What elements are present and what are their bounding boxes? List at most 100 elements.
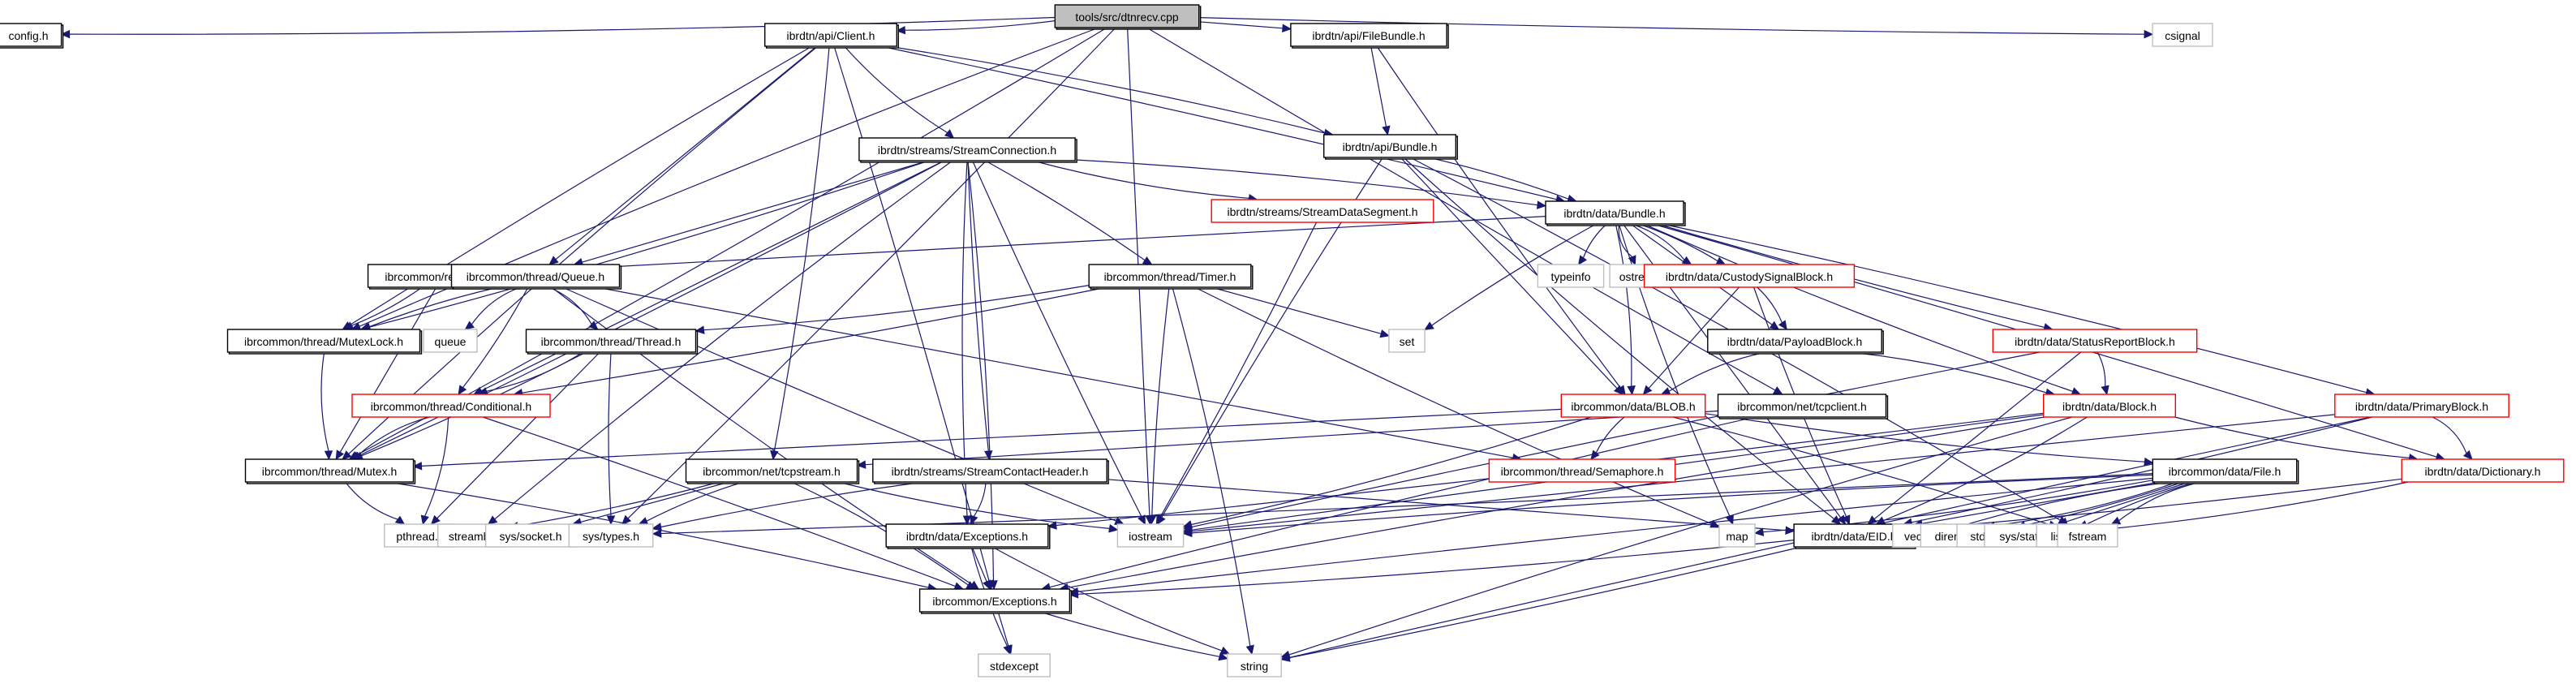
edge-line — [1615, 223, 1632, 387]
graph-node-file[interactable]: ibrcommon/data/File.h — [2152, 458, 2299, 484]
arrowhead-icon — [770, 450, 779, 461]
graph-node-statusreport[interactable]: ibrdtn/data/StatusReportBlock.h — [1992, 329, 2198, 353]
edge-streamconn-to-commonexc — [967, 160, 998, 591]
graph-node-config[interactable]: config.h — [0, 23, 64, 49]
graph-node-tcpstream[interactable]: ibrcommon/net/tcpstream.h — [685, 458, 860, 484]
graph-node-thread[interactable]: ibrcommon/thread/Thread.h — [525, 329, 699, 355]
graph-node-contacthdr[interactable]: ibrdtn/streams/StreamContactHeader.h — [872, 458, 1109, 484]
graph-node-mutex[interactable]: ibrcommon/thread/Mutex.h — [244, 458, 416, 484]
graph-node-streamdataseg[interactable]: ibrdtn/streams/StreamDataSegment.h — [1211, 199, 1434, 223]
edge-line — [482, 416, 956, 587]
edge-line — [1431, 223, 1597, 326]
graph-node-mutexlock[interactable]: ibrcommon/thread/MutexLock.h — [226, 329, 423, 355]
arrowhead-icon — [548, 256, 559, 265]
node-box — [1227, 653, 1282, 678]
node-label: ibrcommon/net/tcpclient.h — [1737, 400, 1867, 413]
edge-streamconn-to-databundle — [1075, 159, 1547, 209]
graph-node-semaphore[interactable]: ibrcommon/thread/Semaphore.h — [1488, 458, 1676, 483]
edge-line — [424, 416, 449, 517]
node-label: sys/types.h — [583, 530, 639, 543]
graph-node-conditional[interactable]: ibrcommon/thread/Conditional.h — [351, 394, 551, 418]
edge-line — [985, 160, 1146, 261]
edge-line — [2085, 481, 2196, 525]
edge-line — [1159, 222, 1318, 518]
edge-line — [1107, 479, 1787, 531]
arrowhead-icon — [1379, 329, 1391, 338]
edge-statusreport-to-eid — [1867, 351, 2082, 525]
edge-client-to-commonexc — [833, 45, 994, 591]
graph-node-apibundle[interactable]: ibrdtn/api/Bundle.h — [1322, 134, 1458, 160]
graph-node-tcpclient[interactable]: ibrcommon/net/tcpclient.h — [1717, 394, 1889, 419]
edge-contacthdr-to-systypes — [652, 481, 924, 531]
arrowhead-icon — [1142, 256, 1153, 265]
graph-node-primary[interactable]: ibrdtn/data/PrimaryBlock.h — [2334, 394, 2509, 418]
graph-node-databundle[interactable]: ibrdtn/data/Bundle.h — [1545, 200, 1686, 226]
graph-node-dtnrecv[interactable]: tools/src/dtnrecv.cpp — [1054, 4, 1202, 30]
node-label: ibrdtn/data/EID.h — [1811, 530, 1896, 543]
graph-node-queue_h[interactable]: ibrcommon/thread/Queue.h — [450, 264, 622, 290]
arrowhead-icon — [962, 515, 972, 526]
edge-line — [1954, 481, 2172, 529]
edge-line — [1873, 351, 2082, 520]
graph-node-block[interactable]: ibrdtn/data/Block.h — [2042, 394, 2176, 418]
edge-line — [357, 416, 430, 456]
edge-dataexc-to-string — [991, 546, 1231, 655]
edge-line — [905, 20, 1056, 31]
graph-node-dataexc[interactable]: ibrdtn/data/Exceptions.h — [885, 523, 1051, 549]
node-box — [423, 329, 478, 353]
arrowhead-icon — [944, 129, 955, 139]
edge-line — [790, 481, 969, 586]
edge-line — [1638, 223, 1718, 262]
arrowhead-icon — [335, 450, 345, 461]
edge-blob-to-file — [1705, 413, 2154, 467]
graph-node-timer[interactable]: ibrcommon/thread/Timer.h — [1088, 264, 1254, 290]
arrowhead-icon — [430, 514, 441, 525]
graph-node-dictionary[interactable]: ibrdtn/data/Dictionary.h — [2401, 458, 2565, 483]
edge-line — [1643, 223, 2073, 392]
edge-line — [997, 611, 1009, 647]
node-label: ibrcommon/thread/Thread.h — [541, 335, 682, 348]
edge-apibundle-to-blob — [1400, 157, 1623, 395]
edge-streamconn-to-timer — [985, 160, 1153, 265]
edge-line — [1077, 540, 1795, 595]
edge-line — [1146, 27, 1776, 391]
arrowhead-icon — [1280, 653, 1291, 662]
node-box — [1388, 329, 1426, 353]
arrowhead-icon — [983, 450, 993, 461]
arrowhead-icon — [652, 529, 662, 538]
node-box — [764, 23, 898, 47]
edge-line — [580, 481, 730, 523]
arrowhead-icon — [983, 579, 991, 591]
graph-node-blob[interactable]: ibrcommon/data/BLOB.h — [1560, 394, 1706, 418]
graph-node-payload[interactable]: ibrdtn/data/PayloadBlock.h — [1707, 329, 1884, 355]
graph-node-streamconn[interactable]: ibrdtn/streams/StreamConnection.h — [858, 137, 1077, 163]
node-box — [1211, 199, 1434, 223]
edge-dtnrecv-to-systypes — [621, 27, 1116, 525]
edge-databundle-to-set — [1424, 223, 1597, 331]
edge-statusreport-to-block — [2096, 351, 2109, 396]
graph-node-commonexc[interactable]: ibrcommon/Exceptions.h — [918, 588, 1073, 614]
node-label: ibrcommon/thread/Conditional.h — [371, 400, 531, 413]
arrowhead-icon — [1772, 386, 1783, 395]
edge-file-to-dirent — [1985, 481, 2178, 530]
edge-tcpstream-to-systypes — [638, 481, 744, 525]
node-label: ibrdtn/data/Block.h — [2062, 400, 2157, 413]
edge-line — [971, 546, 987, 583]
edge-line — [518, 481, 720, 527]
edge-queue_h-to-semaphore — [596, 286, 1523, 462]
node-box — [858, 137, 1076, 161]
edge-line — [2086, 481, 2409, 532]
graph-node-filebundle[interactable]: ibrdtn/api/FileBundle.h — [1290, 23, 1449, 49]
graph-node-fstream: fstream — [2057, 523, 2118, 548]
graph-node-custody[interactable]: ibrdtn/data/CustodySignalBlock.h — [1643, 264, 1856, 288]
edge-line — [1705, 413, 2145, 462]
arrowhead-icon — [394, 515, 406, 525]
node-label: ibrdtn/data/Dictionary.h — [2425, 465, 2541, 478]
node-box — [885, 523, 1049, 548]
arrowhead-icon — [2144, 457, 2154, 467]
edge-timer-to-iostream — [1147, 286, 1170, 526]
arrowhead-icon — [2101, 385, 2109, 396]
graph-node-client[interactable]: ibrdtn/api/Client.h — [764, 23, 900, 49]
edge-queue_h-to-conditional — [458, 286, 529, 396]
arrowhead-icon — [1753, 527, 1765, 536]
